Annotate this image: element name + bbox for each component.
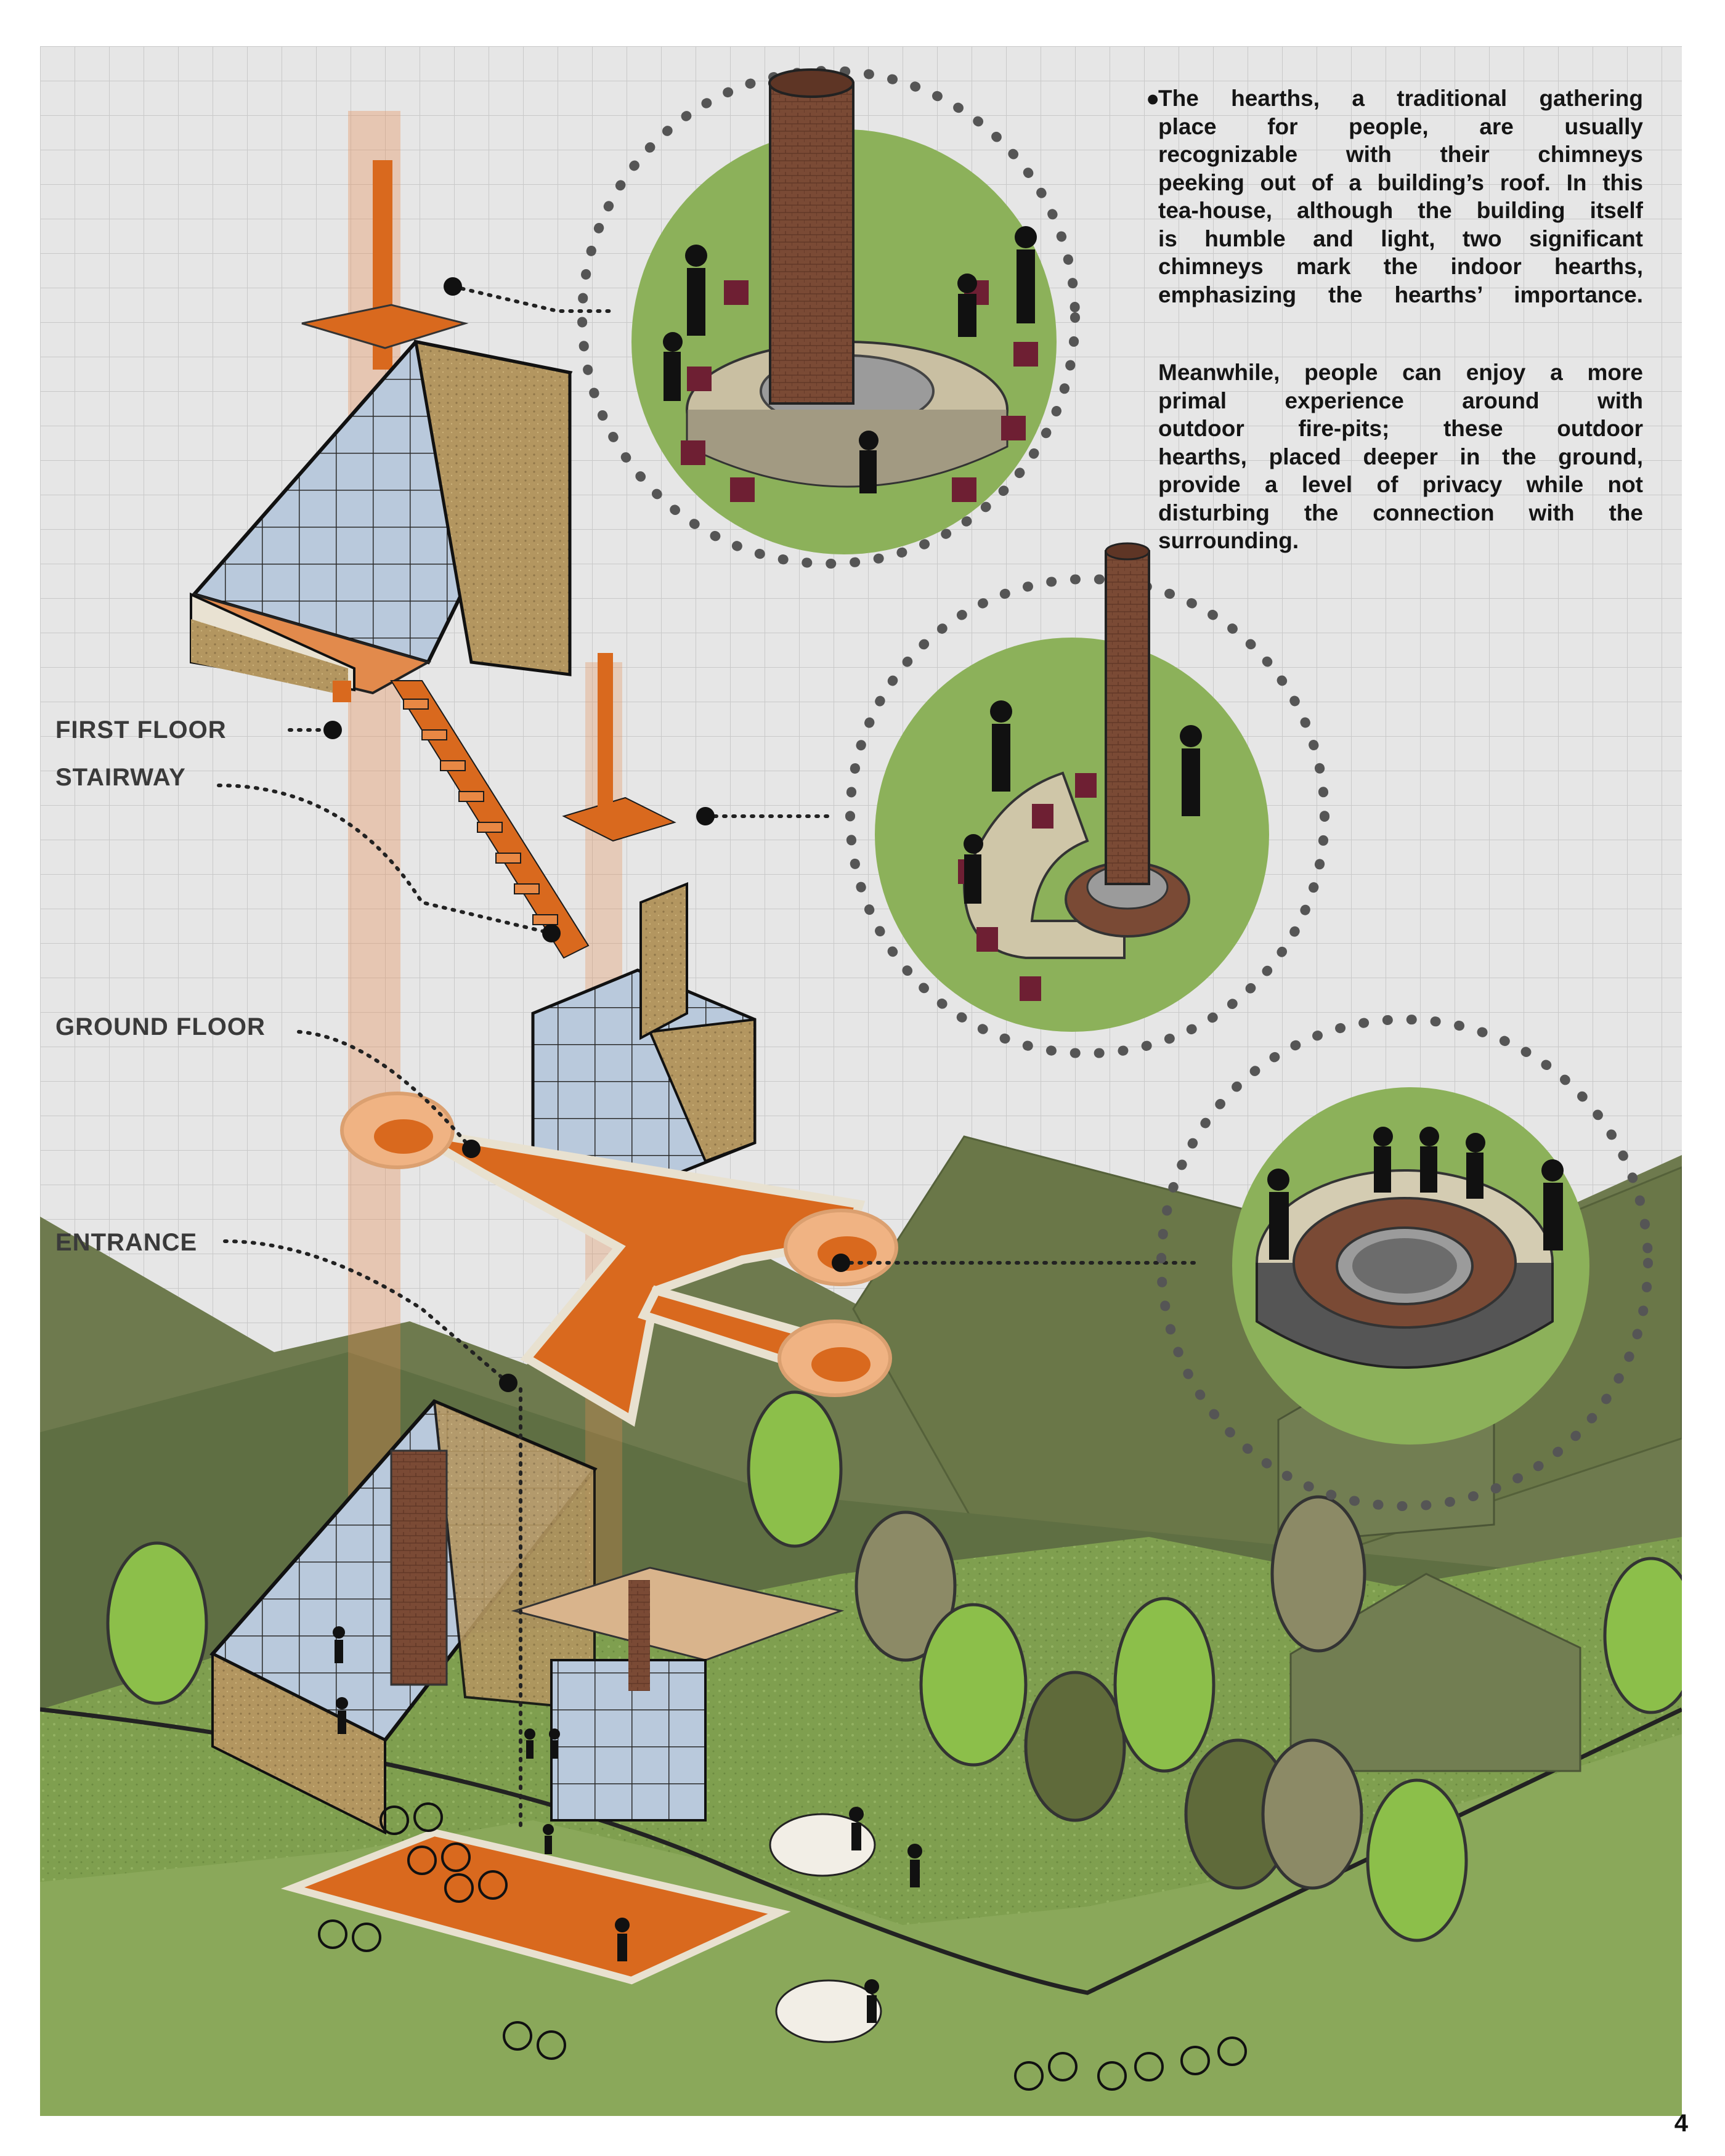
label-entrance: ENTRANCE — [55, 1229, 198, 1256]
para1-line-6: is humble and light, two significant — [1158, 225, 1643, 251]
para1-line-4: peeking out of a building’s roof. In thi… — [1158, 169, 1643, 195]
stairway-element — [390, 653, 676, 959]
description-paragraph-1: ● The hearths, a traditional gathering p… — [1146, 84, 1643, 309]
axonometric-drawing — [40, 66, 1682, 2116]
label-ground-floor: GROUND FLOOR — [55, 1013, 266, 1040]
ground-floor-volume — [531, 882, 757, 1194]
para2-line-3: outdoor fire-pits; these outdoor — [1158, 416, 1643, 441]
entrance-pads — [340, 1092, 898, 1397]
description-paragraph-2: Meanwhile, people can enjoy a more prima… — [1158, 359, 1643, 555]
para1-line-3: recognizable with their chimneys — [1158, 142, 1643, 167]
detail-bubble-outdoor-firepit — [1156, 1015, 1653, 1511]
trees — [106, 1390, 1682, 1942]
first-floor-volume — [190, 160, 573, 702]
site-building — [209, 1399, 882, 2043]
site-people — [333, 1626, 922, 2023]
para2-line-6: disturbing the connection with the — [1158, 500, 1643, 525]
bicycles — [318, 1802, 1247, 2091]
page-number: 4 — [1674, 2110, 1688, 2137]
bullet-dot: ● — [1146, 86, 1160, 111]
para1-line-5: tea-house, although the building itself — [1158, 198, 1643, 223]
label-stairway: STAIRWAY — [55, 764, 186, 791]
para1-line-2: place for people, are usually — [1158, 113, 1643, 139]
para2-line-2: primal experience around with — [1158, 387, 1643, 413]
drawing-sheet: ● The hearths, a traditional gathering p… — [40, 46, 1682, 2116]
para1-line-7: chimneys mark the indoor hearths, — [1158, 254, 1643, 279]
detail-bubble-ground-floor-hearth — [845, 542, 1329, 1058]
para1-line-8: emphasizing the hearths’ importance. — [1158, 282, 1643, 307]
para2-line-7: surrounding. — [1158, 528, 1299, 553]
lower-meadow — [40, 1734, 1682, 2116]
para2-line-1: Meanwhile, people can enjoy a more — [1158, 360, 1643, 385]
leader-lines — [217, 285, 1200, 1834]
para2-line-4: hearths, placed deeper in the ground, — [1158, 444, 1643, 469]
label-first-floor: FIRST FLOOR — [55, 716, 227, 744]
para2-line-5: provide a level of privacy while not — [1158, 472, 1643, 497]
detail-bubble-first-floor-hearth — [577, 66, 1080, 569]
para1-line-1: The hearths, a traditional gathering — [1158, 86, 1643, 111]
leader-dots — [323, 277, 850, 1392]
